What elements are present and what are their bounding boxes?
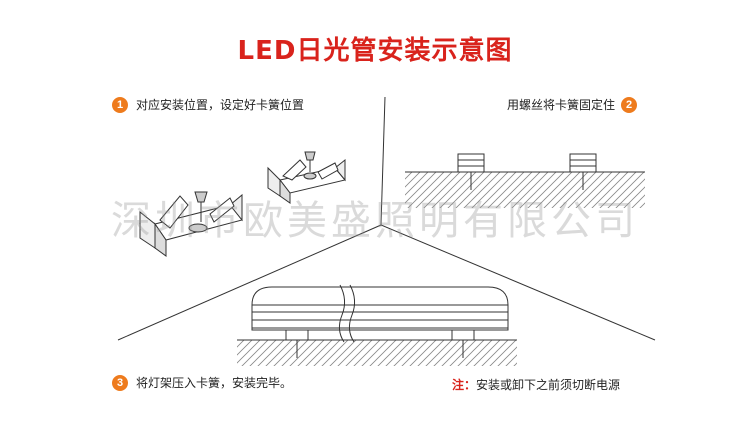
spring-clip-illustration bbox=[139, 151, 346, 257]
ceiling-surface-bottom bbox=[237, 339, 517, 366]
screw-large bbox=[194, 191, 208, 222]
mounted-clip-left bbox=[457, 153, 485, 190]
step-2-badge: 2 bbox=[621, 96, 638, 113]
note-text: 安装或卸下之前须切断电源 bbox=[476, 378, 621, 392]
step-3-badge: 3 bbox=[112, 374, 128, 391]
step-1: 1 对应安装位置，设定好卡簧位置 bbox=[112, 96, 304, 113]
step-2: 用螺丝将卡簧固定住 2 bbox=[507, 96, 638, 113]
ceiling-surface bbox=[405, 171, 645, 208]
fixture-clip-left bbox=[285, 329, 309, 358]
safety-note: 注：安装或卸下之前须切断电源 bbox=[452, 376, 620, 393]
page-title: LED日光管安装示意图 bbox=[237, 36, 513, 66]
note-label: 注： bbox=[452, 378, 477, 392]
step-1-badge: 1 bbox=[112, 96, 128, 113]
step-1-text: 对应安装位置，设定好卡簧位置 bbox=[136, 98, 305, 112]
mounted-clip-right bbox=[569, 153, 597, 190]
screw-small bbox=[304, 151, 316, 172]
step-3: 3 将灯架压入卡簧，安装完毕。 bbox=[112, 374, 292, 391]
fixture-clip-right bbox=[451, 329, 475, 358]
step-2-text: 用螺丝将卡簧固定住 bbox=[507, 98, 616, 112]
divider-lines bbox=[117, 96, 656, 341]
spring-clip-large bbox=[139, 193, 243, 257]
spring-clip-small bbox=[267, 158, 346, 204]
led-tube-fixture bbox=[251, 284, 509, 343]
step-3-text: 将灯架压入卡簧，安装完毕。 bbox=[136, 376, 293, 390]
